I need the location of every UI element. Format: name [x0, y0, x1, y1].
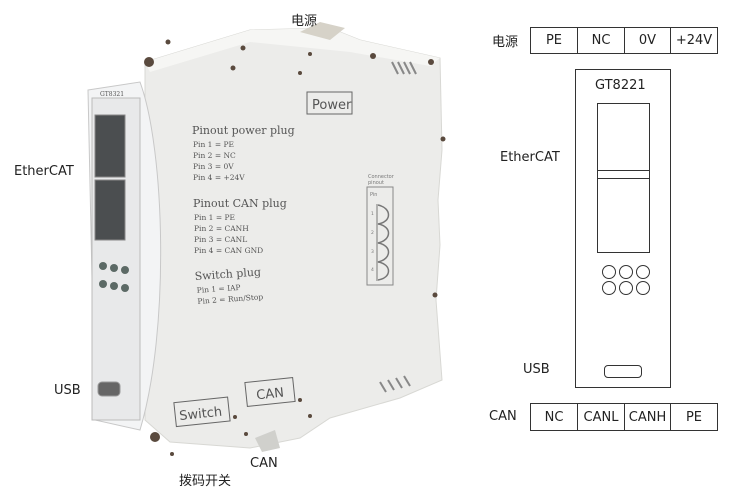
power-connector [300, 22, 345, 40]
can-pin-cell: CANL [577, 403, 625, 431]
photo-label-usb: USB [54, 383, 81, 398]
pinout-line: Pin 4 = +24V [193, 173, 245, 182]
schematic-port-divider [597, 170, 650, 179]
photo-label-power: 电源 [291, 14, 318, 29]
connector-pin: 3 [371, 249, 374, 255]
pinout-line: Pin 1 = PE [193, 140, 234, 149]
power-pin-cell: 0V [624, 27, 671, 54]
connector-title: Connector [368, 174, 395, 180]
power-label-box [306, 91, 353, 115]
schematic-power-label: 电源 [492, 35, 519, 50]
pinout-line: Pin 3 = CANL [194, 235, 247, 244]
pinout-line: Pin 3 = 0V [193, 162, 234, 171]
ethercat-port-1 [94, 114, 126, 178]
device-top-edge [145, 28, 440, 72]
schematic-model: GT8221 [595, 78, 646, 93]
connector-pinout: Connector pinout Pin 1 2 3 4 [366, 174, 395, 286]
pinout-power-title: Pinout power plug [192, 124, 295, 137]
connector-pin-header: Pin [370, 192, 377, 198]
screw-holes [144, 39, 446, 456]
can-connector [255, 430, 280, 452]
device-front-label: GT8321 [100, 91, 124, 98]
schematic-ethercat-label: EtherCAT [500, 150, 560, 165]
power-pin-cell: PE [530, 27, 578, 54]
connector-pin: 1 [371, 211, 374, 217]
pinout-line: Pin 1 = IAP [196, 283, 240, 295]
photo-label-dip-switch: 拨码开关 [179, 474, 232, 489]
pinout-power: Pinout power plug Pin 1 = PE Pin 2 = NC … [192, 124, 295, 182]
connector-pin: 4 [371, 267, 374, 273]
can-pin-cell: CANH [624, 403, 671, 431]
photo-label-ethercat: EtherCAT [14, 164, 74, 179]
schematic-usb-label: USB [523, 362, 550, 377]
can-pin-cell: NC [530, 403, 578, 431]
power-pin-cell: +24V [670, 27, 718, 54]
pinout-line: Pin 4 = CAN GND [194, 246, 263, 255]
usb-port [97, 381, 121, 397]
pinout-line: Pin 2 = NC [193, 151, 236, 160]
can-pin-cell: PE [670, 403, 718, 431]
connector-title: pinout [368, 180, 384, 186]
pinout-can: Pinout CAN plug Pin 1 = PE Pin 2 = CANH … [193, 197, 287, 255]
pinout-switch: Switch plug Pin 1 = IAP Pin 2 = Run/Stop [194, 265, 263, 305]
power-label: Power [312, 98, 352, 113]
schematic-can-label: CAN [489, 409, 517, 424]
ethercat-port-2 [94, 179, 126, 241]
vent-bottom [379, 375, 411, 393]
vent-top [391, 61, 417, 75]
photo-label-can: CAN [250, 456, 278, 471]
status-leds [99, 262, 129, 292]
device-photo: GT8321 Power Pinout power plug Pin 1 = P… [87, 22, 446, 456]
schematic-usb-port [604, 365, 642, 378]
schematic-device-outline [575, 69, 671, 388]
pinout-line: Pin 2 = CANH [194, 224, 249, 233]
connector-pin: 2 [371, 230, 374, 236]
pinout-switch-title: Switch plug [194, 265, 261, 283]
pinout-can-title: Pinout CAN plug [193, 197, 287, 210]
can-label: CAN [256, 386, 285, 404]
switch-label-box: Switch [173, 396, 231, 428]
power-pin-cell: NC [577, 27, 625, 54]
can-label-box: CAN [244, 377, 296, 407]
pinout-line: Pin 1 = PE [194, 213, 235, 222]
switch-label: Switch [179, 405, 223, 424]
